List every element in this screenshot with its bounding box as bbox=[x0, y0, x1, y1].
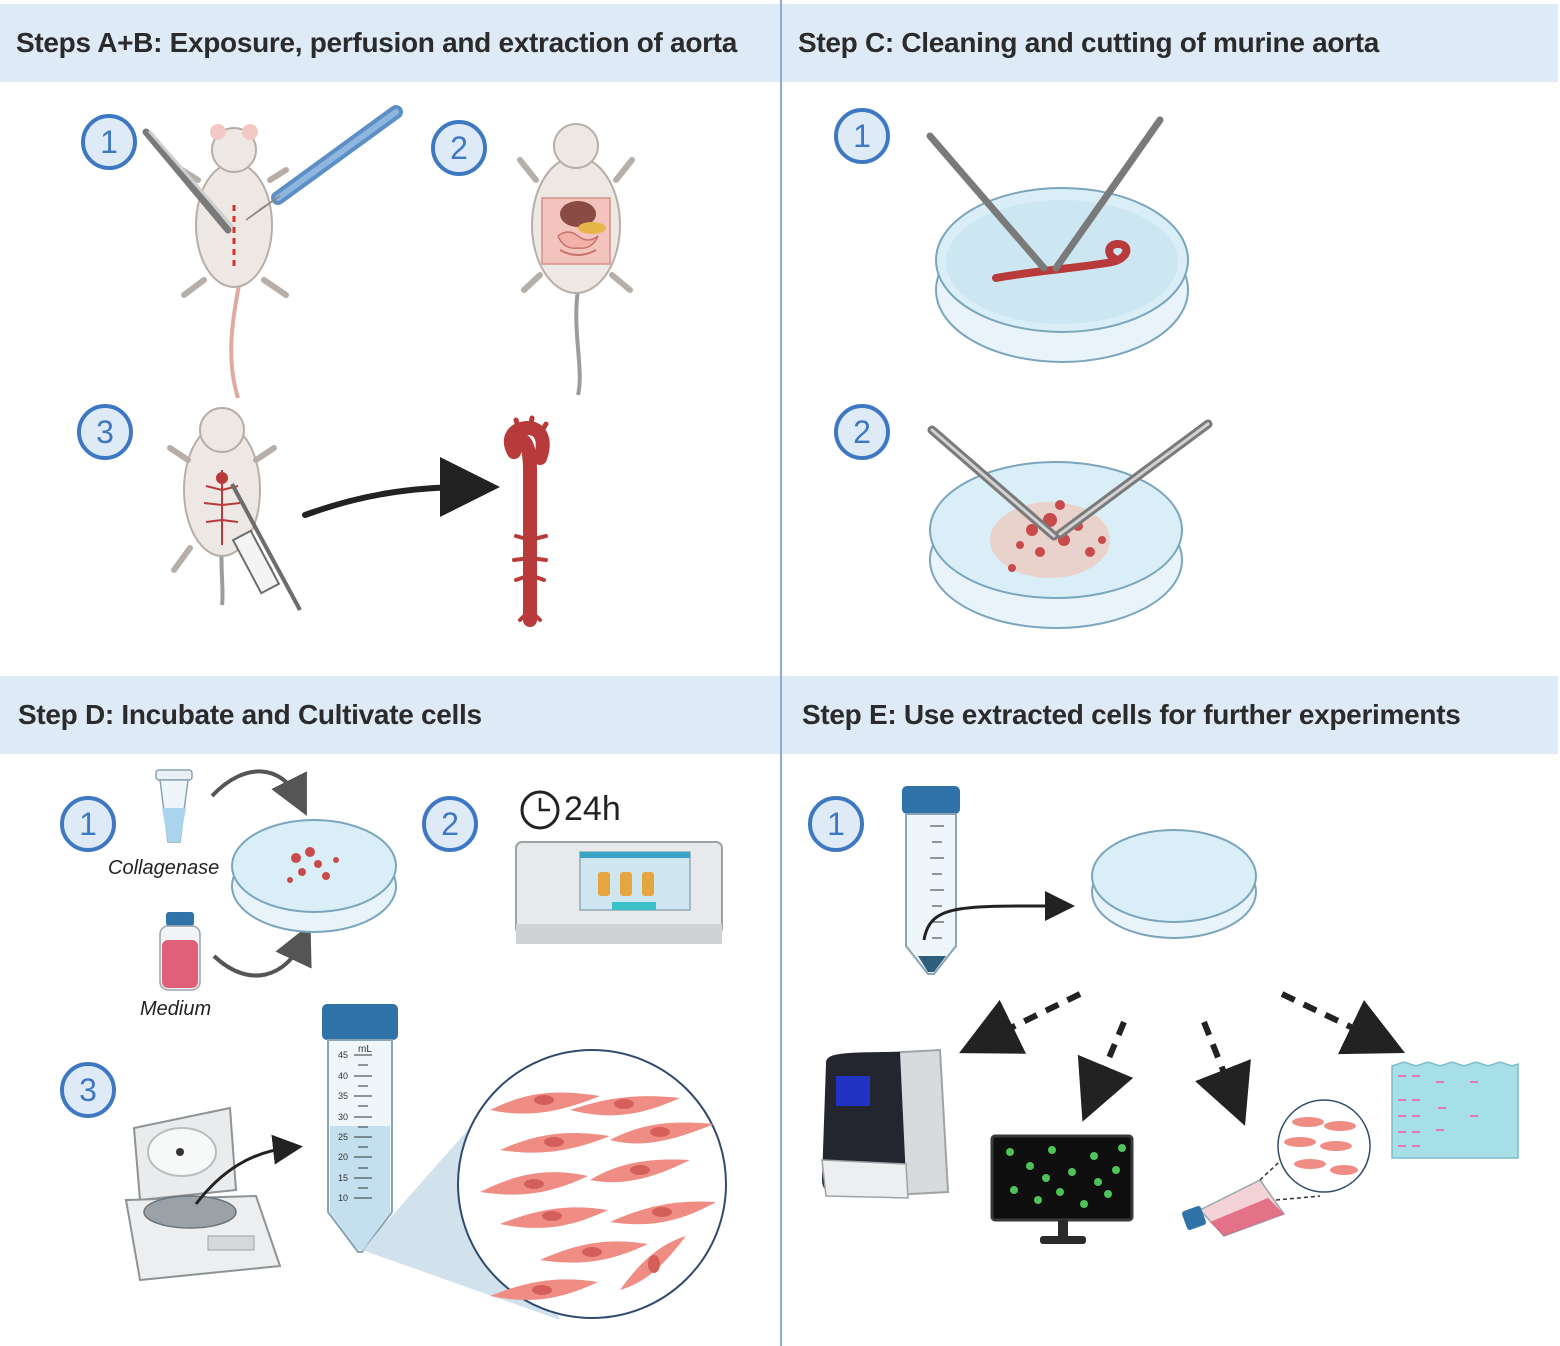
step-number: 3 bbox=[96, 413, 114, 450]
tube-tick-25: 25 bbox=[338, 1132, 348, 1142]
step-number: 2 bbox=[450, 129, 468, 166]
dish-cut-tissue-illustration bbox=[927, 419, 1213, 629]
panel-e-header: Step E: Use extracted cells for further … bbox=[782, 676, 1558, 754]
western-blot-gel-illustration bbox=[1391, 1061, 1519, 1159]
tube-tick-15: 15 bbox=[338, 1173, 348, 1183]
step-badge-d-1: 1 bbox=[60, 796, 116, 852]
step-badge-c-2: 2 bbox=[834, 404, 890, 460]
panel-d-header: Step D: Incubate and Cultivate cells bbox=[0, 676, 780, 754]
centrifuge-illustration bbox=[124, 1106, 282, 1282]
step-badge-c-1: 1 bbox=[834, 108, 890, 164]
step-badge-ab-1: 1 bbox=[81, 114, 137, 170]
panel-ab-title: Steps A+B: Exposure, perfusion and extra… bbox=[16, 27, 738, 58]
medium-bottle-icon bbox=[159, 912, 201, 991]
falcon-tube-large: mL 45 40 35 30 25 20 15 10 bbox=[322, 1004, 398, 1253]
step-number: 3 bbox=[79, 1071, 97, 1108]
dashed-arrows bbox=[959, 991, 1406, 1126]
tube-tick-10: 10 bbox=[338, 1193, 348, 1203]
step-badge-ab-2: 2 bbox=[431, 120, 487, 176]
dish-digestion-illustration bbox=[231, 819, 397, 933]
clock-icon bbox=[520, 790, 560, 830]
centrifuge-arrow bbox=[194, 1134, 303, 1205]
step-number: 2 bbox=[441, 805, 459, 842]
mouse-open-abdomen-illustration bbox=[517, 123, 635, 396]
collagenase-arrow bbox=[210, 769, 307, 816]
tube-scale: mL 45 40 35 30 25 20 15 10 bbox=[338, 1044, 372, 1203]
culture-flask-illustration bbox=[1182, 1099, 1371, 1237]
falcon-tube-small bbox=[902, 786, 960, 975]
mouse-incision-illustration bbox=[142, 105, 403, 399]
step-number: 2 bbox=[853, 413, 871, 450]
tube-tick-30: 30 bbox=[338, 1112, 348, 1122]
step-badge-ab-3: 3 bbox=[77, 404, 133, 460]
empty-dish-illustration bbox=[1091, 829, 1257, 939]
panel-c-title: Step C: Cleaning and cutting of murine a… bbox=[798, 27, 1380, 58]
tube-tick-40: 40 bbox=[338, 1071, 348, 1081]
collagenase-tube-icon bbox=[155, 769, 193, 843]
step-number: 1 bbox=[100, 123, 118, 160]
incubator-illustration bbox=[515, 841, 723, 944]
cell-zoom-magnifier bbox=[362, 1049, 727, 1320]
panel-e-title: Step E: Use extracted cells for further … bbox=[802, 699, 1461, 730]
step-number: 1 bbox=[827, 805, 845, 842]
medium-arrow bbox=[212, 923, 312, 978]
tube-tick-20: 20 bbox=[338, 1152, 348, 1162]
qpcr-machine-illustration bbox=[821, 1048, 950, 1199]
panel-divider bbox=[780, 0, 782, 1346]
tube-tick-45: 45 bbox=[338, 1050, 348, 1060]
step-badge-e-1: 1 bbox=[808, 796, 864, 852]
collagenase-label: Collagenase bbox=[108, 857, 220, 879]
step-number: 1 bbox=[853, 117, 871, 154]
extracted-aorta-illustration bbox=[503, 415, 550, 627]
panel-c-header: Step C: Cleaning and cutting of murine a… bbox=[782, 4, 1558, 82]
tube-tick-35: 35 bbox=[338, 1091, 348, 1101]
panel-d-title: Step D: Incubate and Cultivate cells bbox=[18, 699, 482, 730]
dish-cleaning-aorta-illustration bbox=[926, 116, 1189, 363]
tube-to-dish-arrow bbox=[922, 890, 1075, 941]
panel-ab-header: Steps A+B: Exposure, perfusion and extra… bbox=[0, 4, 780, 82]
step-badge-d-2: 2 bbox=[422, 796, 478, 852]
step-badge-d-3: 3 bbox=[60, 1062, 116, 1118]
tube-unit-label: mL bbox=[358, 1044, 372, 1055]
timer-label: 24h bbox=[564, 790, 621, 828]
mouse-perfusion-illustration bbox=[167, 407, 500, 611]
step-number: 1 bbox=[79, 805, 97, 842]
medium-label: Medium bbox=[140, 998, 212, 1020]
microscopy-monitor-illustration bbox=[990, 1134, 1134, 1244]
